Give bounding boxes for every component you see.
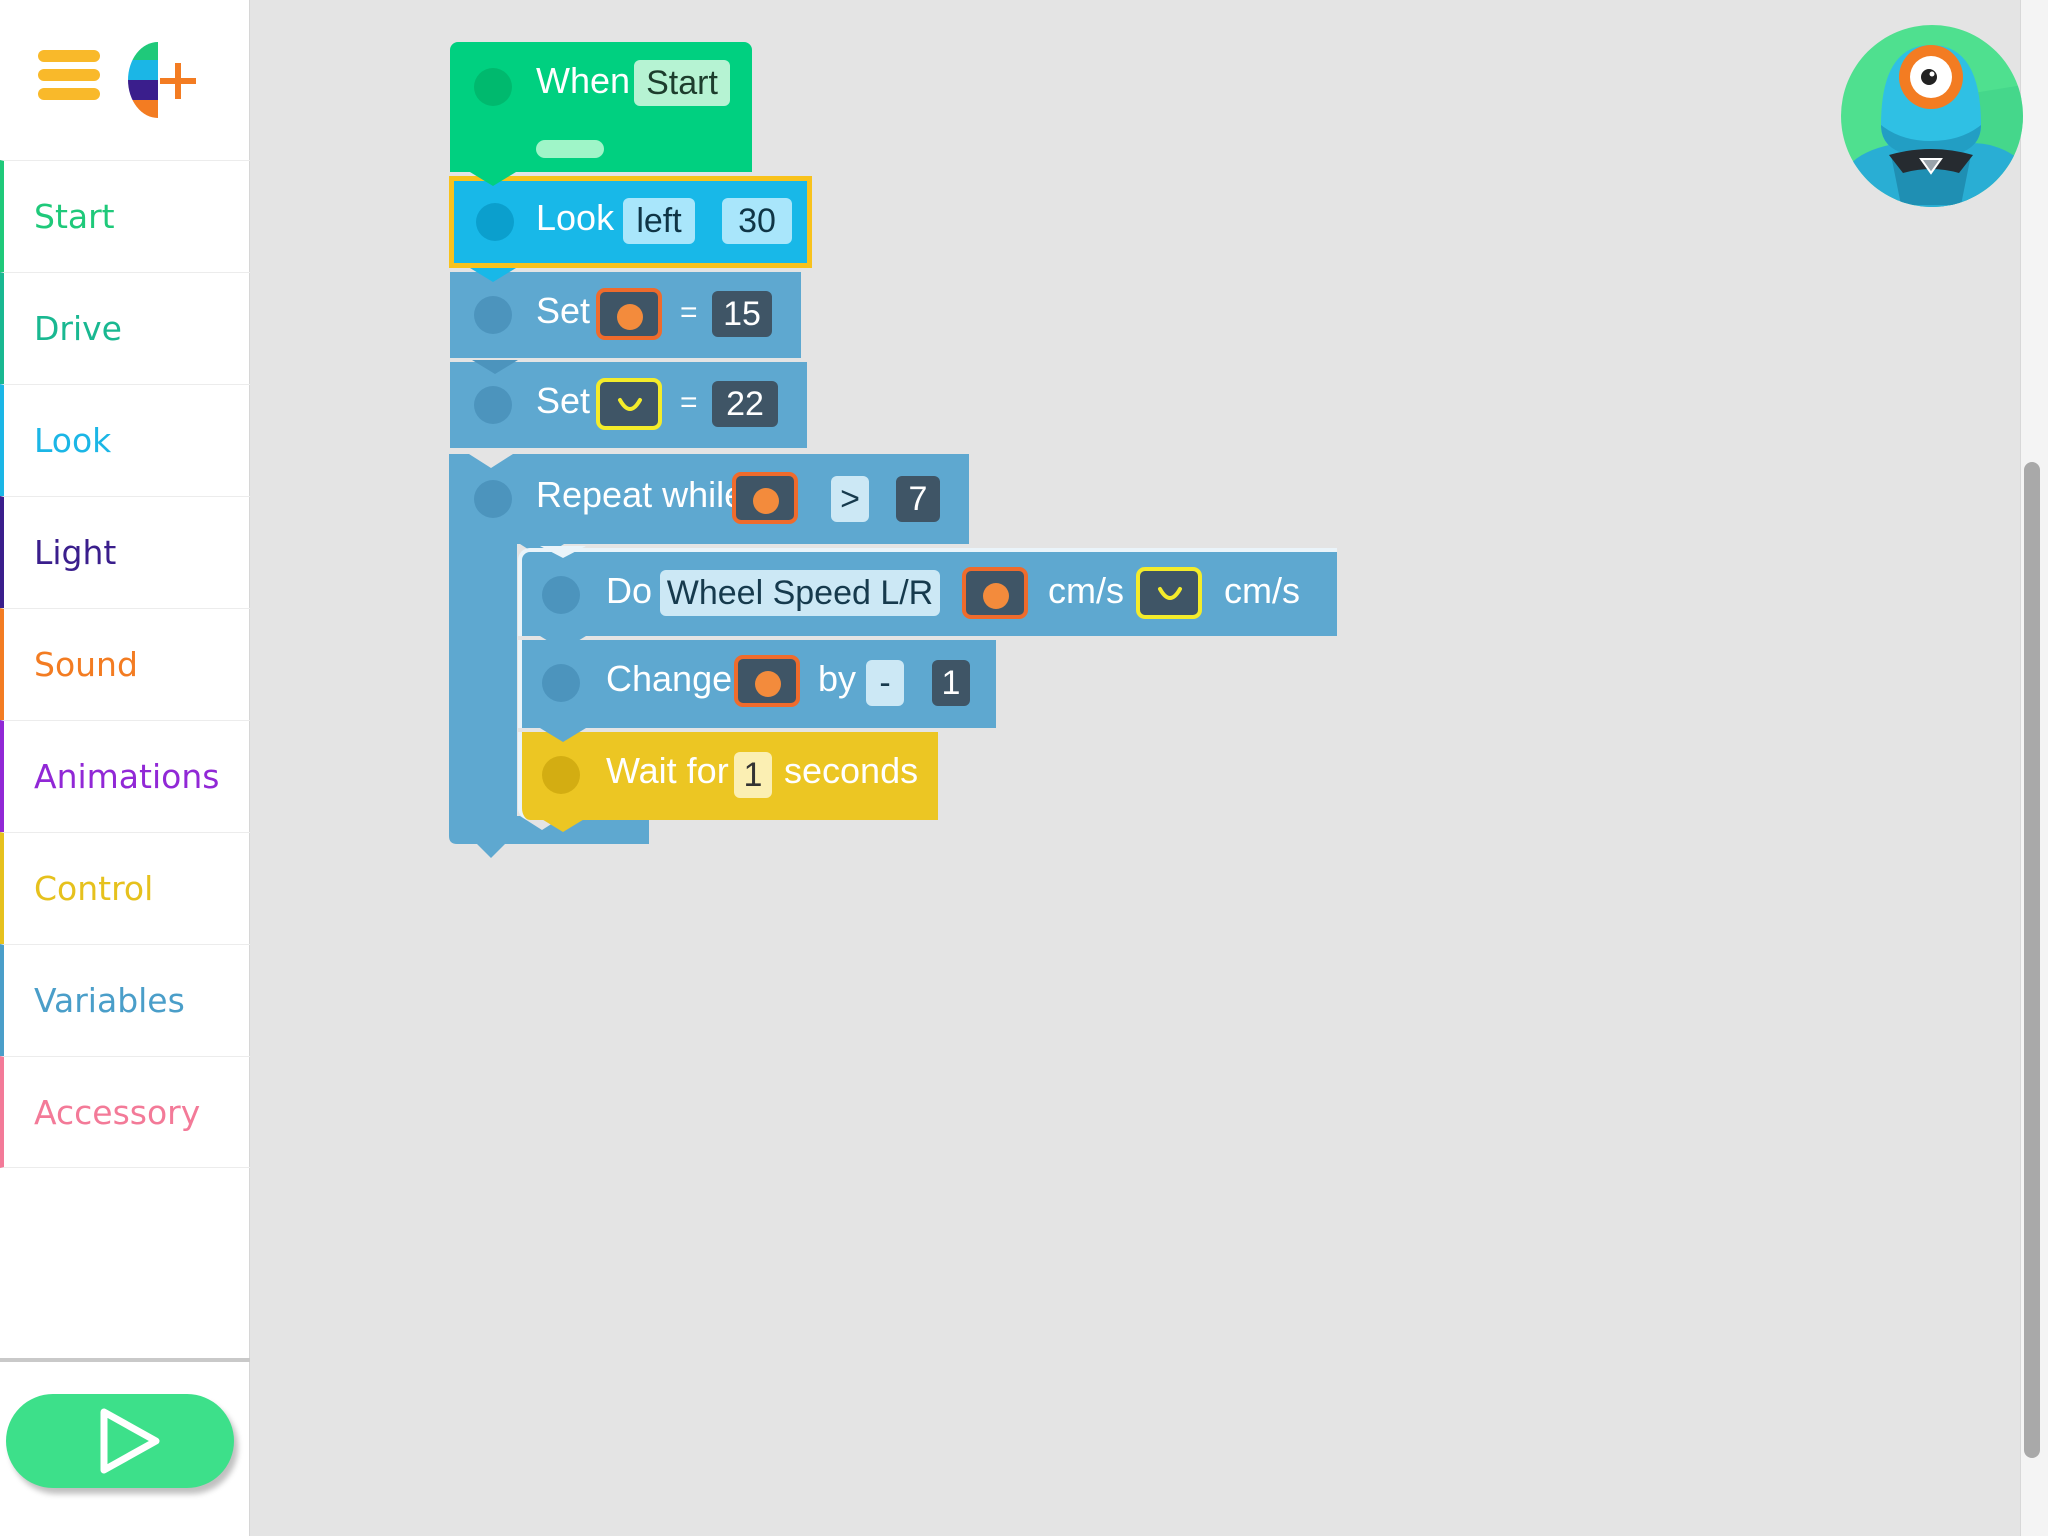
robot-avatar[interactable] bbox=[1841, 25, 2023, 207]
block-connector bbox=[540, 818, 586, 832]
category-sidebar: Start Drive Look Light Sound Animations … bbox=[0, 0, 250, 1536]
robot-dash-icon bbox=[1841, 45, 2023, 207]
app-logo bbox=[128, 42, 196, 118]
block-label: Set bbox=[536, 380, 591, 421]
look-block[interactable]: Look left 30 bbox=[449, 176, 812, 268]
category-light[interactable]: Light bbox=[0, 496, 250, 608]
action-field[interactable]: Wheel Speed L/R bbox=[660, 570, 940, 616]
unit-label: cm/s bbox=[1224, 570, 1300, 611]
category-label: Drive bbox=[34, 309, 122, 348]
block-label: Wait for bbox=[606, 750, 729, 791]
category-control[interactable]: Control bbox=[0, 832, 250, 944]
block-handle[interactable] bbox=[542, 664, 580, 702]
menu-icon[interactable] bbox=[38, 50, 100, 100]
block-handle[interactable] bbox=[474, 386, 512, 424]
block-label: Do bbox=[606, 570, 653, 611]
equals-sign: = bbox=[680, 296, 698, 329]
block-handle[interactable] bbox=[474, 480, 512, 518]
look-direction-field[interactable]: left bbox=[623, 198, 695, 244]
orange-dot-variable[interactable] bbox=[732, 472, 798, 524]
equals-sign: = bbox=[680, 386, 698, 419]
by-label: by bbox=[818, 658, 857, 699]
block-handle[interactable] bbox=[474, 68, 512, 106]
play-icon bbox=[100, 1408, 160, 1474]
category-label: Light bbox=[34, 533, 117, 572]
when-trigger-field[interactable]: Start bbox=[634, 60, 730, 106]
repeat-value-field[interactable]: 7 bbox=[896, 476, 940, 522]
category-label: Start bbox=[34, 197, 115, 236]
unit-label: cm/s bbox=[1048, 570, 1124, 611]
block-connector bbox=[540, 728, 586, 742]
change-value-field[interactable]: 1 bbox=[932, 660, 970, 706]
block-connector bbox=[470, 268, 516, 282]
sign-field[interactable]: - bbox=[866, 660, 904, 706]
category-label: Look bbox=[34, 421, 112, 460]
set-value-field[interactable]: 15 bbox=[712, 291, 772, 337]
block-label: Look bbox=[536, 197, 615, 238]
orange-dot-icon bbox=[983, 583, 1009, 609]
wait-block[interactable]: Wait for 1 seconds bbox=[518, 732, 938, 820]
set-variable-block[interactable]: Set = 22 bbox=[450, 362, 807, 448]
block-handle[interactable] bbox=[542, 756, 580, 794]
block-handle[interactable] bbox=[542, 576, 580, 614]
look-amount-field[interactable]: 30 bbox=[722, 198, 792, 244]
orange-dot-icon bbox=[753, 488, 779, 514]
unit-label: seconds bbox=[784, 750, 919, 791]
smile-icon bbox=[1158, 587, 1182, 600]
category-drive[interactable]: Drive bbox=[0, 272, 250, 384]
block-label: Change bbox=[606, 658, 733, 699]
canvas-scrollbar[interactable] bbox=[2024, 462, 2040, 1458]
category-variables[interactable]: Variables bbox=[0, 944, 250, 1056]
set-variable-block[interactable]: Set = 15 bbox=[450, 272, 801, 358]
block-connector bbox=[472, 360, 518, 374]
repeat-while-block[interactable]: Repeat while > 7 bbox=[450, 454, 969, 544]
block-label: When bbox=[536, 60, 631, 101]
orange-dot-icon bbox=[755, 671, 781, 697]
category-label: Animations bbox=[34, 757, 220, 796]
block-label: Set bbox=[536, 290, 591, 331]
block-handle[interactable] bbox=[474, 296, 512, 334]
set-value-field[interactable]: 22 bbox=[712, 381, 778, 427]
category-accessory[interactable]: Accessory bbox=[0, 1056, 250, 1168]
block-connector bbox=[540, 636, 586, 650]
when-start-block[interactable]: When Start bbox=[450, 42, 752, 172]
category-sound[interactable]: Sound bbox=[0, 608, 250, 720]
block-connector bbox=[470, 172, 516, 186]
category-label: Accessory bbox=[34, 1093, 201, 1132]
orange-dot-variable[interactable] bbox=[734, 655, 800, 707]
orange-dot-variable[interactable] bbox=[596, 288, 662, 340]
orange-dot-variable[interactable] bbox=[962, 567, 1028, 619]
smile-icon bbox=[618, 398, 642, 411]
category-start[interactable]: Start bbox=[0, 160, 250, 272]
sidebar-divider bbox=[0, 1358, 250, 1362]
orange-dot-icon bbox=[617, 304, 643, 330]
play-button[interactable] bbox=[6, 1394, 234, 1488]
smile-variable[interactable] bbox=[1136, 567, 1202, 619]
block-connector bbox=[540, 546, 586, 558]
category-animations[interactable]: Animations bbox=[0, 720, 250, 832]
block-slot bbox=[536, 140, 604, 158]
wait-value-field[interactable]: 1 bbox=[734, 752, 772, 798]
do-wheel-speed-block[interactable]: Do Wheel Speed L/R cm/s cm/s bbox=[518, 548, 1337, 636]
category-label: Control bbox=[34, 869, 154, 908]
block-handle[interactable] bbox=[476, 203, 514, 241]
category-label: Variables bbox=[34, 981, 185, 1020]
block-label: Repeat while bbox=[536, 474, 745, 515]
smile-variable[interactable] bbox=[596, 378, 662, 430]
change-variable-block[interactable]: Change by - 1 bbox=[518, 640, 996, 728]
category-label: Sound bbox=[34, 645, 138, 684]
comparison-operator-field[interactable]: > bbox=[831, 476, 869, 522]
category-look[interactable]: Look bbox=[0, 384, 250, 496]
